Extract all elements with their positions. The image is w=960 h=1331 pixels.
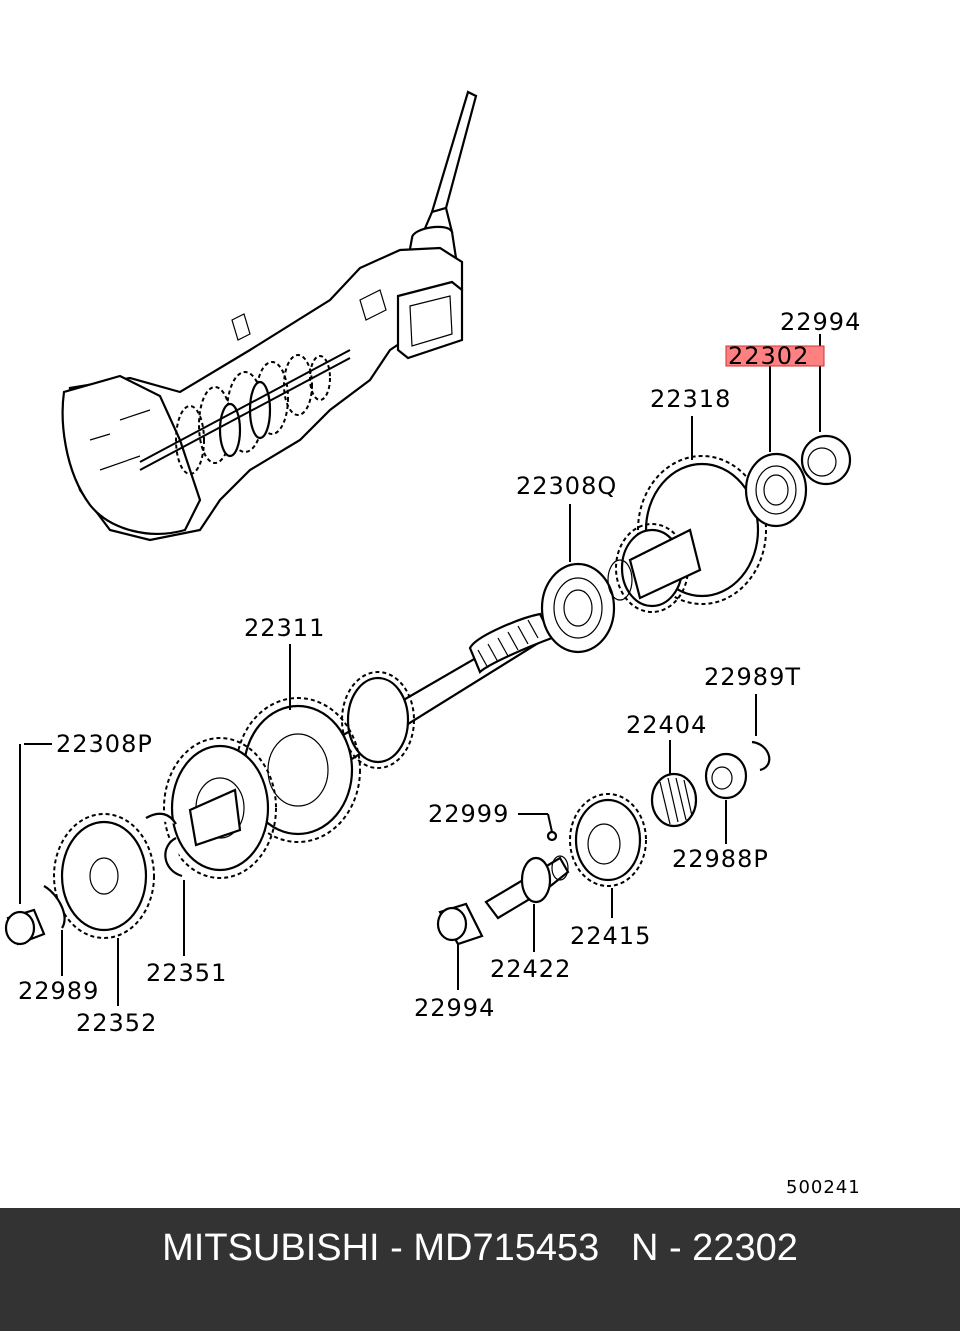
label-22311: 22311 [244, 614, 325, 642]
label-22422: 22422 [490, 955, 571, 983]
label-22989T: 22989T [704, 663, 801, 691]
label-22994-bottom: 22994 [414, 994, 495, 1022]
footer-part-info: MITSUBISHI - MD715453 N - 22302 [162, 1227, 798, 1269]
left-small-parts-illustration [4, 812, 183, 946]
label-22994-top: 22994 [780, 308, 861, 336]
label-22415: 22415 [570, 922, 651, 950]
footer-bar [0, 1208, 960, 1331]
diagram-reference-number: 500241 [786, 1177, 861, 1198]
label-22302: 22302 [728, 342, 809, 370]
part-labels: 22994 22302 22318 22308Q 22311 22989T 22… [18, 308, 861, 1198]
label-22308Q: 22308Q [516, 472, 617, 500]
bearing-22302-illustration [744, 452, 808, 528]
label-22988P: 22988P [672, 845, 769, 873]
label-22404: 22404 [626, 711, 707, 739]
bearing-22308Q-illustration [540, 562, 616, 654]
idler-group-illustration [436, 740, 771, 946]
label-22318: 22318 [650, 385, 731, 413]
label-22352: 22352 [76, 1009, 157, 1037]
gear-22318-illustration [607, 455, 767, 613]
label-22308P: 22308P [56, 730, 153, 758]
label-22989: 22989 [18, 977, 99, 1005]
label-22351: 22351 [146, 959, 227, 987]
seal-22994-top-illustration [800, 434, 852, 486]
main-shaft-illustration [163, 612, 558, 879]
highlight-22302 [725, 345, 825, 367]
transmission-assembly-illustration [61, 90, 478, 542]
parts-diagram: 22994 22302 22318 22308Q 22311 22989T 22… [4, 90, 861, 1198]
label-22999: 22999 [428, 800, 509, 828]
